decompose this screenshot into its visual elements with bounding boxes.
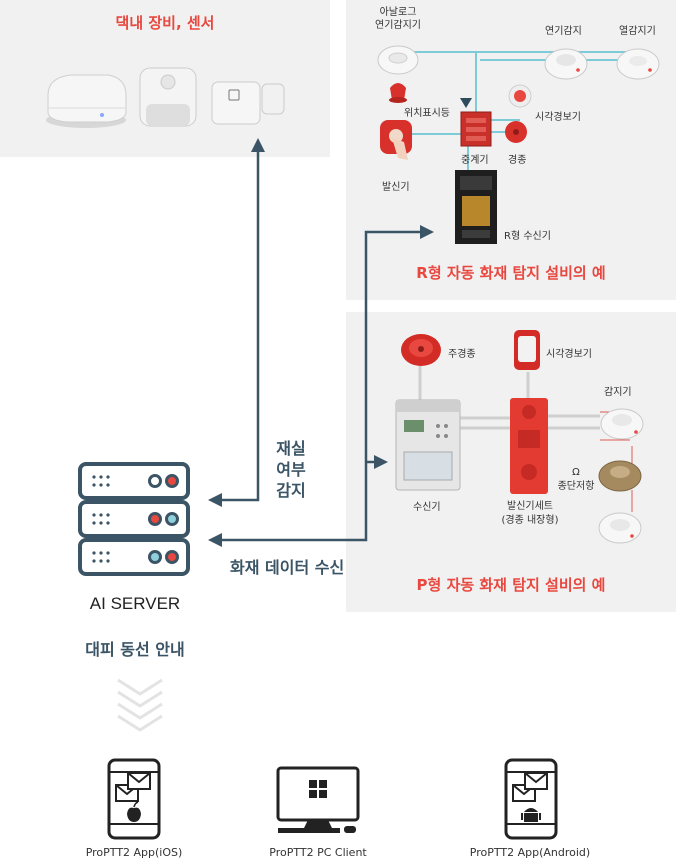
r-location-lamp-label: 위치표시등 xyxy=(404,108,450,119)
p-type-wiring xyxy=(418,362,600,430)
r-visual-alarm-icon xyxy=(508,84,532,108)
p-receiver-icon xyxy=(395,399,461,491)
client-android-label: ProPTT2 App(Android) xyxy=(469,846,591,859)
p-detector-3-icon xyxy=(598,512,642,544)
r-analog-detector-label: 아날로그 연기감지기 xyxy=(375,7,421,31)
presence-arrow-up-icon xyxy=(251,138,265,152)
home-devices-title: 댁내 장비, 센서 xyxy=(115,14,215,32)
server-icon xyxy=(78,462,190,576)
monitor-windows-icon xyxy=(276,766,360,833)
server-subtitle: 대피 동선 안내 xyxy=(85,640,185,659)
fire-data-arrow-r-icon xyxy=(420,225,434,239)
r-transmitter-label: 발신기 xyxy=(382,182,410,193)
hub-device-icon xyxy=(46,74,127,128)
phone-apple-icon xyxy=(107,758,161,840)
r-receiver-label: R형 수신기 xyxy=(504,231,551,242)
p-terminal-resistor-label: Ω 종단저항 xyxy=(557,467,595,492)
p-main-bell-label: 주경종 xyxy=(448,349,476,360)
p-detector-1-icon xyxy=(600,408,644,440)
chevron-down-icon xyxy=(117,678,163,732)
presence-arrow-left-icon xyxy=(208,493,222,507)
analog-detector-icon xyxy=(377,45,419,75)
p-detector-label: 감지기 xyxy=(604,387,632,398)
r-repeater-label: 중계기 xyxy=(461,155,489,166)
motion-sensor-icon xyxy=(139,67,197,127)
smoke-detector-icon xyxy=(544,48,588,80)
r-receiver-icon xyxy=(455,170,497,244)
repeater-icon xyxy=(460,111,492,147)
r-bell-label: 경종 xyxy=(508,155,527,166)
location-lamp-icon xyxy=(389,83,407,103)
presence-arrow xyxy=(216,152,260,502)
presence-detect-label: 재실 여부 감지 xyxy=(276,439,306,500)
fire-data-arrow-p-icon xyxy=(374,455,388,469)
heat-detector-icon xyxy=(616,48,660,80)
p-detector-2-icon xyxy=(598,460,642,492)
fire-data-arrow-server-icon xyxy=(208,533,222,547)
client-pc-label: ProPTT2 PC Client xyxy=(269,846,367,859)
server-title: AI SERVER xyxy=(89,594,181,613)
r-visual-alarm-label: 시각경보기 xyxy=(535,112,581,123)
p-transmitter-set-label: 발신기세트 (경종 내장형) xyxy=(501,501,559,526)
r-smoke-detector-label: 연기감지 xyxy=(545,26,582,37)
phone-android-icon xyxy=(504,758,558,840)
p-type-caption: P형 자동 화재 탐지 설비의 예 xyxy=(416,576,606,594)
fire-data-receive-label: 화재 데이터 수신 xyxy=(230,558,345,577)
transmitter-icon xyxy=(380,120,412,160)
main-bell-icon xyxy=(401,334,441,366)
p-visual-alarm-icon xyxy=(514,330,540,370)
p-receiver-label: 수신기 xyxy=(413,502,441,513)
door-sensor-icon xyxy=(211,81,285,125)
r-heat-detector-label: 열감지기 xyxy=(619,26,656,37)
r-repeater-arrow-icon xyxy=(460,98,472,108)
client-ios-label: ProPTT2 App(iOS) xyxy=(85,846,183,859)
r-bell-icon xyxy=(505,121,527,143)
p-visual-alarm-label: 시각경보기 xyxy=(546,349,592,360)
transmitter-set-icon xyxy=(510,398,548,494)
r-type-caption: R형 자동 화재 탐지 설비의 예 xyxy=(416,264,606,282)
